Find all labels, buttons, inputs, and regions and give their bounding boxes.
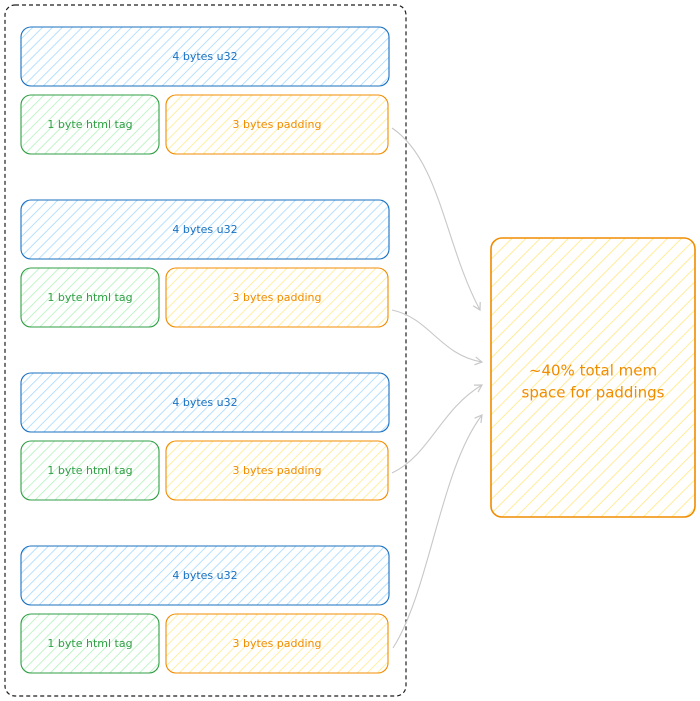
struct-group-3: 4 bytes u32 1 byte html tag 3 bytes padd… (20, 372, 390, 501)
padding-summary: ~40% total mem space for paddings (490, 237, 696, 518)
arrow-padding-2-to-summary (391, 309, 484, 366)
html-tag-field-box (20, 440, 160, 501)
padding-field-label: 3 bytes padding (233, 291, 322, 304)
arrow-padding-4-to-summary (392, 414, 483, 649)
u32-field-label: 4 bytes u32 (172, 396, 237, 409)
html-tag-field-box (20, 267, 160, 328)
padding-field-label: 3 bytes padding (233, 118, 322, 131)
u32-field-label: 4 bytes u32 (172, 569, 237, 582)
struct-group-4: 4 bytes u32 1 byte html tag 3 bytes padd… (20, 545, 390, 674)
padding-field-label: 3 bytes padding (233, 464, 322, 477)
u32-field-box (20, 199, 390, 260)
html-tag-field-box (20, 613, 160, 674)
u32-field-box (20, 26, 390, 87)
html-tag-field-label: 1 byte html tag (47, 118, 132, 131)
padding-field-label: 3 bytes padding (233, 637, 322, 650)
arrow-padding-3-to-summary (391, 384, 484, 474)
struct-group-1: 4 bytes u32 1 byte html tag 3 bytes padd… (20, 26, 390, 155)
html-tag-field-label: 1 byte html tag (47, 464, 132, 477)
html-tag-field-label: 1 byte html tag (47, 291, 132, 304)
u32-field-label: 4 bytes u32 (172, 50, 237, 63)
u32-field-box (20, 372, 390, 433)
padding-field-box (165, 267, 389, 328)
struct-array-container (4, 4, 407, 697)
padding-summary-line-2: space for paddings (522, 384, 665, 402)
padding-field-box (165, 440, 389, 501)
u32-field-label: 4 bytes u32 (172, 223, 237, 236)
arrow-padding-1-to-summary (391, 127, 481, 312)
u32-field-box (20, 545, 390, 606)
padding-field-box (165, 94, 389, 155)
html-tag-field-label: 1 byte html tag (47, 637, 132, 650)
html-tag-field-box (20, 94, 160, 155)
padding-summary-box (490, 237, 696, 518)
padding-field-box (165, 613, 389, 674)
padding-summary-line-1: ~40% total mem (529, 362, 657, 380)
struct-group-2: 4 bytes u32 1 byte html tag 3 bytes padd… (20, 199, 390, 328)
